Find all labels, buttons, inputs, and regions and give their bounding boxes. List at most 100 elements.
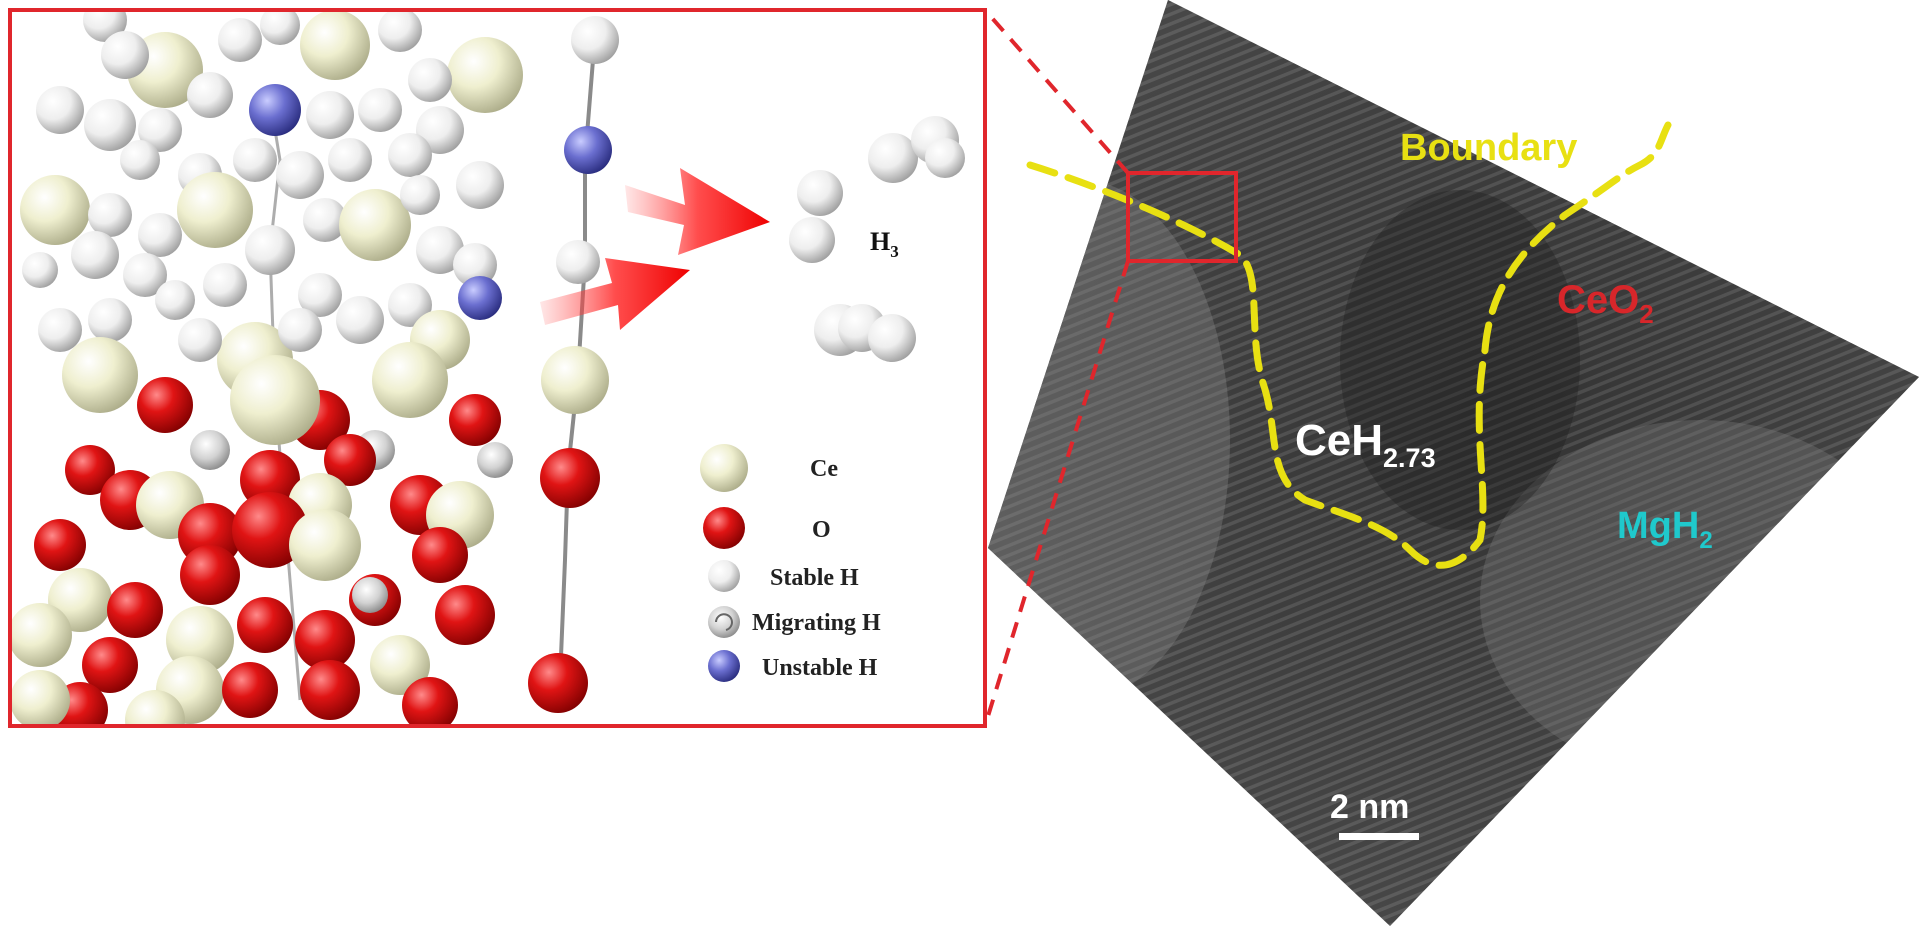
ce-atom — [541, 346, 609, 414]
stable-h-atom — [101, 31, 149, 79]
legend-item-stable-h: Stable H — [708, 560, 859, 592]
unstable-h-atom — [564, 126, 612, 174]
legend-label-unstable-h: Unstable H — [762, 655, 878, 681]
stable-h-atom — [278, 308, 322, 352]
stable-h-atom — [358, 88, 402, 132]
o-atom — [540, 448, 600, 508]
o-atom — [435, 585, 495, 645]
o-atom — [295, 610, 355, 670]
stable-h-atom — [416, 106, 464, 154]
o-atom — [402, 677, 458, 726]
boundary-label: Boundary — [1400, 127, 1577, 169]
unstable-h-atom-icon — [708, 650, 740, 682]
migrating-h-atom — [190, 430, 230, 470]
stable-h-atom — [453, 243, 497, 287]
migration-arrow — [625, 168, 770, 255]
h3-atom — [789, 217, 835, 263]
ce-atom — [289, 509, 361, 581]
legend-label-ce: Ce — [810, 456, 838, 482]
stable-h-atom — [298, 273, 342, 317]
ce-atom — [370, 635, 430, 695]
stable-h-atom — [88, 298, 132, 342]
stable-h-atom — [388, 283, 432, 327]
zoom-connector-bottom — [983, 260, 1130, 727]
zoom-connector-top — [983, 8, 1130, 175]
stable-h-atom — [218, 18, 262, 62]
stable-h-atom-icon — [708, 560, 740, 592]
stable-h-atom — [178, 318, 222, 362]
ce-atom — [230, 355, 320, 445]
stable-h-atom — [416, 226, 464, 274]
stable-h-atom — [120, 140, 160, 180]
stable-h-atom — [138, 108, 182, 152]
legend: Ce O Stable H Migrating H Unstabl — [700, 444, 881, 682]
ce-atom — [300, 10, 370, 80]
boundary-line — [1026, 121, 1672, 569]
molecular-model-panel: H3 Ce O Stable H Mig — [8, 8, 987, 728]
o-atom — [449, 394, 501, 446]
o-atom — [237, 597, 293, 653]
mgh2-label: MgH2 — [1617, 505, 1713, 554]
scale-bar-label: 2 nm — [1330, 788, 1409, 826]
legend-item-migrating-h: Migrating H — [708, 606, 881, 638]
h3-molecules — [789, 116, 965, 362]
stable-h-atom — [571, 16, 619, 64]
ceo2-label: CeO2 — [1557, 278, 1654, 329]
o-atom — [82, 637, 138, 693]
ce-atom — [125, 690, 185, 726]
stable-h-atom — [233, 138, 277, 182]
o-atom — [240, 450, 300, 510]
legend-item-ce: Ce — [700, 444, 838, 492]
o-atom — [34, 519, 86, 571]
unstable-h-atom — [249, 84, 301, 136]
stable-h-atom — [187, 72, 233, 118]
o-atom — [528, 653, 588, 713]
o-atom — [232, 492, 308, 568]
ce-atom — [447, 37, 523, 113]
o-atom — [65, 445, 115, 495]
panel-border — [8, 8, 987, 728]
stable-h-atom — [556, 240, 600, 284]
legend-label-stable-h: Stable H — [770, 565, 859, 591]
h3-atom — [868, 133, 918, 183]
stable-h-atom — [260, 10, 300, 45]
h3-label: H3 — [870, 227, 899, 261]
migrating-h-swirl — [715, 613, 733, 631]
stable-h-atom — [36, 86, 84, 134]
legend-label-o: O — [812, 517, 831, 543]
stable-h-atom — [22, 252, 58, 288]
stable-h-atom — [123, 253, 167, 297]
scale-bar-line — [1339, 833, 1419, 840]
migrating-h-atom — [477, 442, 513, 478]
ce-atom — [20, 175, 90, 245]
stable-h-atom — [378, 10, 422, 52]
o-atom — [222, 662, 278, 718]
h3-atom — [868, 314, 916, 362]
stable-h-atom — [408, 58, 452, 102]
h3-atom — [797, 170, 843, 216]
stable-h-atom — [276, 151, 324, 199]
stable-h-atom — [388, 133, 432, 177]
stable-h-atom — [203, 263, 247, 307]
migrating-h-atom — [352, 577, 388, 613]
o-atom-icon — [703, 507, 745, 549]
ce-atom — [10, 603, 72, 667]
o-atom — [107, 582, 163, 638]
ceh-label: CeH2.73 — [1295, 416, 1436, 473]
stable-h-atom — [328, 138, 372, 182]
stable-h-atom — [155, 280, 195, 320]
stable-h-atom — [88, 193, 132, 237]
zoom-region-box — [1126, 171, 1238, 263]
stable-h-atom — [84, 99, 136, 151]
ce-atom — [339, 189, 411, 261]
stable-h-atom — [303, 198, 347, 242]
stable-h-atom — [400, 175, 440, 215]
stable-h-atom — [138, 213, 182, 257]
migration-arrow — [540, 258, 690, 330]
legend-item-unstable-h: Unstable H — [708, 650, 878, 682]
o-atom — [180, 545, 240, 605]
h3-atom — [925, 138, 965, 178]
o-atom — [324, 434, 376, 486]
stable-h-atom — [456, 161, 504, 209]
